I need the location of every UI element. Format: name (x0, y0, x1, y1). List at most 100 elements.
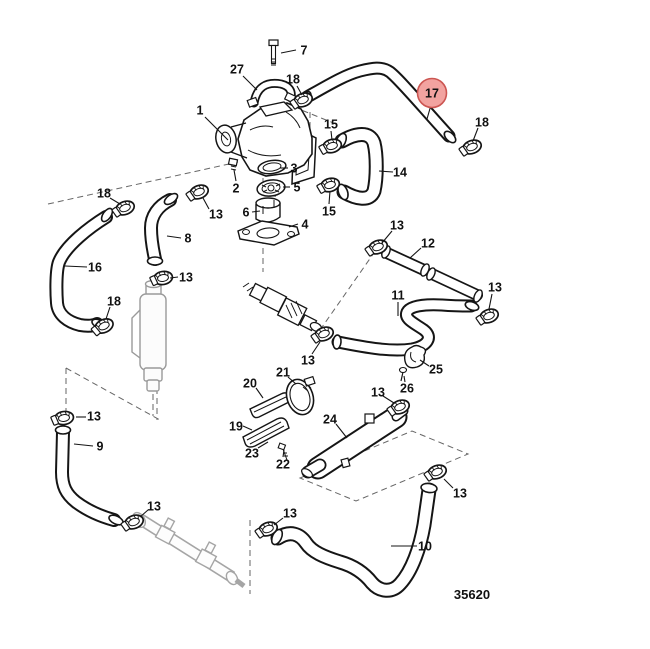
cooler-24 (301, 405, 409, 480)
callout-13: 13 (147, 500, 161, 514)
callout-18 (105, 306, 111, 320)
callout-13: 13 (453, 487, 467, 501)
reference-pipe-assembly (131, 511, 246, 588)
callout-13 (311, 341, 321, 355)
callout-5: 5 (294, 181, 301, 195)
callout-27: 27 (230, 63, 244, 77)
gasket-ring-3 (257, 159, 287, 175)
callout-23 (257, 441, 269, 449)
clamp-ring-21 (285, 375, 316, 416)
callout-13: 13 (179, 271, 193, 285)
clamp-15 (316, 136, 344, 157)
bolt-2 (227, 157, 239, 171)
callout-1: 1 (197, 104, 204, 118)
screw-26 (398, 366, 408, 382)
callout-2 (233, 169, 237, 182)
bracket-27 (246, 78, 297, 108)
hoses (49, 61, 483, 598)
callout-18: 18 (475, 116, 489, 130)
bolt-7 (268, 39, 279, 66)
callout-21 (287, 376, 297, 385)
callout-24: 24 (323, 413, 337, 427)
callout-19: 19 (229, 420, 243, 434)
callout-23: 23 (245, 447, 259, 461)
callout-7 (280, 49, 297, 54)
callout-6: 6 (243, 206, 250, 220)
drawing-number: 35620 (454, 587, 490, 602)
callout-18 (109, 197, 121, 205)
callout-13: 13 (301, 354, 315, 368)
callout-9 (73, 443, 94, 447)
highlighted-callout-17 (416, 77, 448, 109)
callout-8 (166, 235, 182, 239)
callout-24 (335, 423, 348, 439)
callout-13 (381, 230, 393, 244)
callout-6 (251, 210, 261, 213)
thermostat-housing (215, 101, 317, 186)
callout-15 (328, 190, 331, 205)
clamp-13 (183, 181, 212, 204)
callout-20: 20 (243, 377, 257, 391)
callout-22: 22 (276, 458, 290, 472)
clamp-13 (148, 269, 175, 288)
callout-15 (330, 130, 333, 141)
callout-4: 4 (302, 218, 309, 232)
thermostat-5 (256, 179, 286, 197)
callout-16 (64, 265, 88, 268)
hose-9 (54, 425, 124, 527)
hose-8 (144, 192, 179, 266)
callout-13 (202, 197, 210, 210)
callout-13: 13 (488, 281, 502, 295)
callout-26: 26 (400, 382, 414, 396)
callout-15: 15 (324, 118, 338, 132)
callout-2: 2 (233, 182, 240, 196)
callout-14: 14 (393, 166, 407, 180)
center-fitting (242, 282, 323, 333)
saddle-20 (249, 392, 292, 419)
callout-3: 3 (291, 162, 298, 176)
callout-13: 13 (390, 219, 404, 233)
callout-25 (419, 359, 430, 367)
callout-16: 16 (88, 261, 102, 275)
callout-18 (472, 127, 479, 142)
callout-22 (282, 449, 285, 458)
hose-11 (331, 298, 480, 357)
reference-inline-cooler (131, 279, 167, 392)
saddle-19 (242, 417, 290, 448)
callout-13: 13 (371, 386, 385, 400)
callout-11: 11 (391, 289, 404, 303)
callout-13 (273, 517, 284, 526)
callout-12: 12 (421, 237, 435, 251)
hose-12 (381, 245, 483, 303)
callout-7: 7 (301, 44, 308, 58)
hose-16 (49, 207, 114, 333)
callout-13: 13 (87, 410, 101, 424)
callout-14 (378, 170, 394, 173)
callout-13 (169, 276, 179, 279)
callout-13 (488, 293, 493, 310)
callout-18 (296, 85, 303, 96)
callout-13: 13 (209, 208, 223, 222)
callout-13: 13 (283, 507, 297, 521)
callout-26 (403, 375, 406, 383)
callout-10: 10 (418, 540, 432, 554)
clamp-13 (49, 409, 76, 428)
callout-4 (288, 223, 299, 228)
callout-13 (443, 478, 454, 489)
callout-9: 9 (97, 440, 104, 454)
callout-12 (409, 247, 422, 259)
sleeve-6 (255, 197, 281, 223)
callout-13 (139, 509, 149, 518)
clamp-18 (456, 136, 485, 159)
callout-8: 8 (185, 232, 192, 246)
highlighted-callout-17: 17 (425, 87, 439, 101)
screw-22 (277, 442, 288, 461)
callout-19 (242, 425, 253, 431)
clamp-18 (109, 197, 138, 220)
callout-18: 18 (107, 295, 121, 309)
callout-27 (242, 75, 258, 91)
gasket-4 (237, 220, 300, 246)
